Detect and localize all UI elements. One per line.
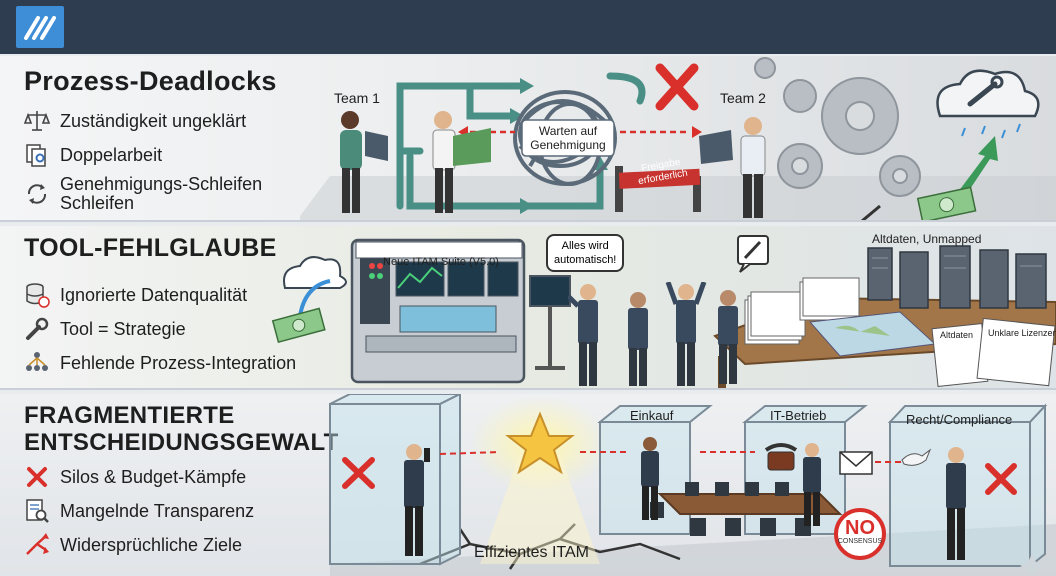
list-item: Mangelnde Transparenz: [24, 494, 254, 528]
section-title: FRAGMENTIERTE ENTSCHEIDUNGSGEWALT: [24, 402, 339, 456]
person-man-puzzle: [432, 111, 491, 213]
floor-crack: [419, 523, 681, 570]
itam-suite-machine: [350, 238, 526, 384]
red-x-icon: [655, 63, 699, 111]
stripes-logo-icon: [24, 16, 56, 40]
list-item: Doppelarbeit: [24, 138, 262, 172]
list-item: Silos & Budget-Kämpfe: [24, 460, 254, 494]
list-item: Fehlende Prozess-Integration: [24, 346, 296, 380]
list-item: Ignorierte Datenqualität: [24, 278, 296, 312]
red-x-icon: [342, 457, 375, 489]
person-man-right: [699, 117, 766, 218]
diverging-arrows-icon: [26, 533, 49, 555]
database-icon: [26, 283, 50, 308]
issue-list: Zuständigkeit ungeklärt Doppelarbeit Gen…: [24, 104, 262, 216]
floor-label: Effizientes ITAM: [474, 544, 589, 561]
cloud-wrench-icon: [936, 69, 1040, 118]
red-x-icon: [985, 463, 1017, 495]
silo-label-recht: Recht/Compliance: [906, 412, 1013, 427]
person-woman-puzzle: [340, 111, 388, 213]
cloud-upload-icon: [283, 256, 347, 317]
app-logo[interactable]: [16, 6, 64, 48]
document-search-icon: [26, 499, 49, 523]
puzzle-piece-icon: [699, 130, 733, 164]
doc-label-legacy: Altdaten: [940, 330, 974, 340]
cheering-team: [568, 282, 738, 386]
money-icon: [271, 307, 326, 344]
puzzle-piece-icon: [365, 131, 388, 161]
person-recht: [946, 447, 966, 560]
connector-arrow: [860, 204, 881, 220]
people-network-icon: [26, 352, 48, 371]
desk-with-papers: [713, 277, 1056, 388]
item-label: Fehlende Prozess-Integration: [60, 352, 297, 373]
red-x-icon: [27, 467, 47, 487]
item-label: Mangelnde Transparenz: [60, 500, 255, 521]
section-fragmented-authority: FRAGMENTIERTE ENTSCHEIDUNGSGEWALT Silos …: [0, 394, 1056, 576]
item-label: Tool = Strategie: [60, 318, 186, 339]
tool-scene: [271, 235, 1056, 388]
section-title: Prozess-Deadlocks: [24, 66, 277, 96]
silo-label-einkauf: Einkauf: [630, 408, 674, 423]
stamp-consensus: CONSENSUS: [837, 538, 883, 545]
top-bar: [0, 0, 1056, 54]
light-beam: [480, 454, 600, 564]
no-consensus-stamp: [834, 508, 886, 560]
refresh-loop-icon: [27, 184, 47, 204]
envelope-icon: [839, 451, 873, 475]
rain-drops: [961, 123, 1021, 139]
item-label: Widersprüchliche Ziele: [60, 534, 243, 555]
person-einkauf: [641, 437, 659, 520]
section-title: TOOL-FEHLGLAUBE: [24, 234, 277, 262]
person-it: [803, 443, 821, 526]
gear-icons: [754, 57, 921, 197]
issue-list: Ignorierte Datenqualität Tool = Strategi…: [24, 278, 296, 380]
list-item: Zuständigkeit ungeklärt: [24, 104, 262, 138]
telephone-icon: [764, 443, 798, 471]
money-icon: [916, 186, 977, 220]
item-label: Zuständigkeit ungeklärt: [60, 110, 247, 131]
star-icon: [505, 411, 575, 475]
team1-label: Team 1: [334, 90, 380, 106]
green-up-arrow: [955, 136, 998, 201]
team2-label: Team 2: [720, 90, 766, 106]
conference-table: [650, 482, 843, 536]
list-item: Genehmigungs-Schleifen Schleifen: [24, 172, 262, 216]
item-label: Doppelarbeit: [60, 144, 163, 165]
sparkle-icon: [1020, 554, 1044, 576]
dove-icon: [901, 448, 932, 466]
servers-label: Altdaten, Unmapped: [872, 232, 982, 246]
machine-label: Neue ITAM Suite (V5.0): [383, 256, 499, 268]
blocked-arrows: [439, 451, 905, 463]
knot-label: Warten auf Genehmigung: [530, 124, 606, 152]
wrench-icon: [26, 317, 49, 340]
approval-barrier: [615, 166, 701, 212]
person-walkie-talkie: [404, 444, 430, 556]
item-label: Genehmigungs-Schleifen Schleifen: [60, 174, 263, 213]
deadlock-scene: [300, 57, 1056, 220]
scales-icon: [24, 111, 50, 131]
duplicate-gear-document-icon: [26, 144, 46, 167]
wrench-chat-icon: [737, 235, 769, 273]
speech-bubble: Alles wird automatisch!: [546, 234, 625, 272]
process-arrows: [396, 72, 646, 210]
section-process-deadlocks: Prozess-Deadlocks Zuständigkeit ungeklär…: [0, 56, 1056, 222]
stamp-no: NO: [845, 517, 875, 539]
issue-list: Silos & Budget-Kämpfe Mangelnde Transpar…: [24, 460, 254, 562]
silo-label-it: IT-Betrieb: [770, 408, 827, 423]
puzzle-piece-icon: [453, 128, 491, 166]
list-item: Tool = Strategie: [24, 312, 296, 346]
doc-label-licenses: Unklare Lizenzen: [988, 328, 1056, 338]
kiosk-monitor: [529, 275, 571, 370]
item-label: Silos & Budget-Kämpfe: [60, 466, 247, 487]
item-label: Ignorierte Datenqualität: [60, 284, 248, 305]
section-tool-misbelief: TOOL-FEHLGLAUBE Ignorierte Datenqualität…: [0, 226, 1056, 390]
list-item: Widersprüchliche Ziele: [24, 528, 254, 562]
